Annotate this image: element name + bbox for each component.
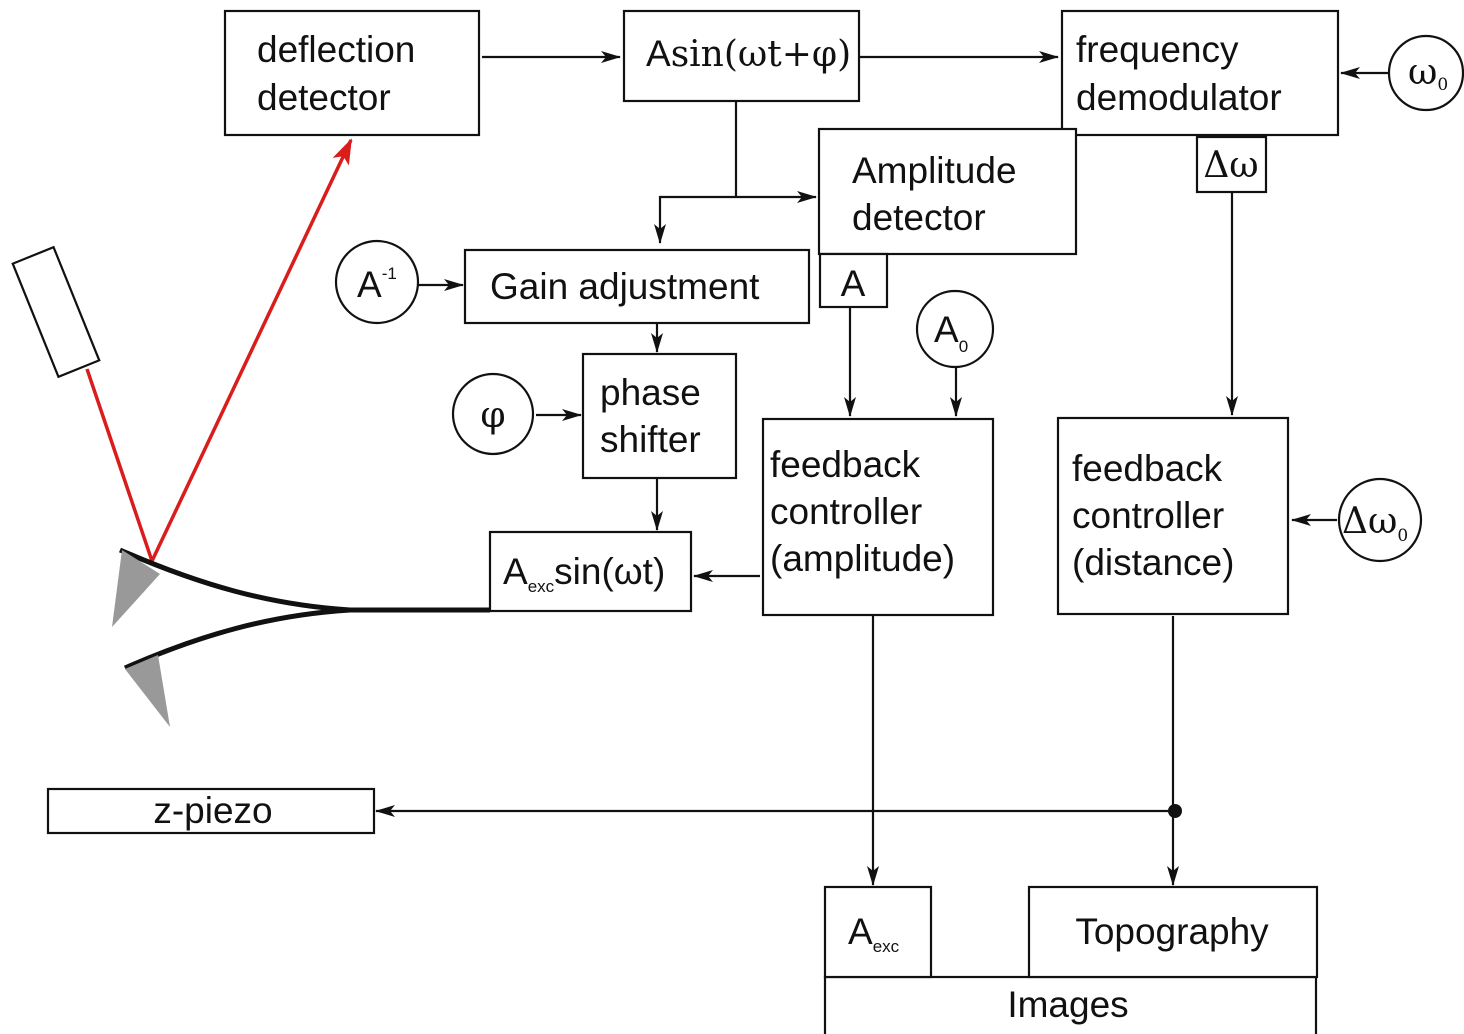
svg-text:Δω0: Δω0 bbox=[1342, 501, 1408, 546]
svg-text:ω0: ω0 bbox=[1408, 52, 1448, 95]
deflection-detector-block: deflection detector bbox=[223, 9, 481, 137]
laser-beam-incident bbox=[85, 368, 154, 562]
a0-input: A0 bbox=[915, 289, 995, 369]
gain-adjustment-block: Gain adjustment bbox=[463, 248, 811, 325]
svg-text:A0: A0 bbox=[934, 309, 968, 356]
delta-omega-output-box: Δω bbox=[1195, 135, 1268, 194]
svg-text:Aexc: Aexc bbox=[848, 911, 900, 956]
amplitude-output-box: A bbox=[818, 252, 889, 309]
block-label: Gain adjustment bbox=[490, 266, 760, 307]
block-label: (amplitude) bbox=[770, 538, 955, 579]
junction-dot-icon bbox=[1168, 804, 1182, 818]
block-label: feedback bbox=[1072, 448, 1223, 489]
laser-beam-reflected bbox=[150, 138, 353, 562]
block-label: feedback bbox=[770, 444, 921, 485]
svg-text:φ: φ bbox=[480, 395, 505, 436]
tip-icon bbox=[112, 550, 160, 627]
svg-text:z-piezo: z-piezo bbox=[153, 790, 272, 831]
block-label: shifter bbox=[600, 419, 701, 460]
signal-wires bbox=[375, 51, 1388, 886]
laser-source-icon bbox=[11, 245, 101, 379]
block-label: detector bbox=[257, 77, 391, 118]
block-label: Amplitude bbox=[852, 150, 1017, 191]
block-label: controller bbox=[1072, 495, 1224, 536]
excitation-label: Aexcsin(ωt) bbox=[503, 551, 665, 596]
svg-text:A: A bbox=[841, 263, 866, 304]
images-aexc-box: Aexc bbox=[823, 885, 933, 979]
amplitude-detector-block: Amplitude detector bbox=[817, 127, 1078, 256]
phi-input: φ bbox=[451, 372, 535, 456]
cantilever-icon bbox=[118, 547, 490, 671]
omega0-input: ω0 bbox=[1387, 34, 1464, 112]
block-label: controller bbox=[770, 491, 922, 532]
frequency-demodulator-block: frequency demodulator bbox=[1060, 9, 1340, 137]
delta-omega0-input: Δω0 bbox=[1337, 477, 1423, 563]
svg-text:Δω: Δω bbox=[1203, 145, 1258, 186]
a-inverse-input: A-1 bbox=[334, 239, 420, 325]
images-block: Images bbox=[823, 975, 1318, 1034]
excitation-block: Aexcsin(ωt) bbox=[488, 530, 693, 613]
block-label: frequency bbox=[1076, 29, 1239, 70]
z-piezo-block: z-piezo bbox=[46, 787, 376, 835]
phase-shifter-block: phase shifter bbox=[581, 352, 738, 480]
block-label: phase bbox=[600, 372, 701, 413]
tip-icon bbox=[125, 655, 170, 727]
block-label: detector bbox=[852, 197, 986, 238]
block-label: (distance) bbox=[1072, 542, 1234, 583]
images-label: Images bbox=[1007, 984, 1128, 1025]
block-label: deflection bbox=[257, 29, 415, 70]
signal-block: Asin(ωt+φ) bbox=[622, 9, 861, 103]
feedback-controller-amplitude-block: feedback controller (amplitude) bbox=[761, 417, 995, 617]
signal-label: Asin(ωt+φ) bbox=[646, 33, 851, 75]
svg-text:Topography: Topography bbox=[1075, 911, 1269, 952]
block-label: demodulator bbox=[1076, 77, 1282, 118]
feedback-controller-distance-block: feedback controller (distance) bbox=[1056, 416, 1290, 616]
images-topography-box: Topography bbox=[1027, 885, 1319, 979]
svg-text:A-1: A-1 bbox=[357, 264, 397, 305]
